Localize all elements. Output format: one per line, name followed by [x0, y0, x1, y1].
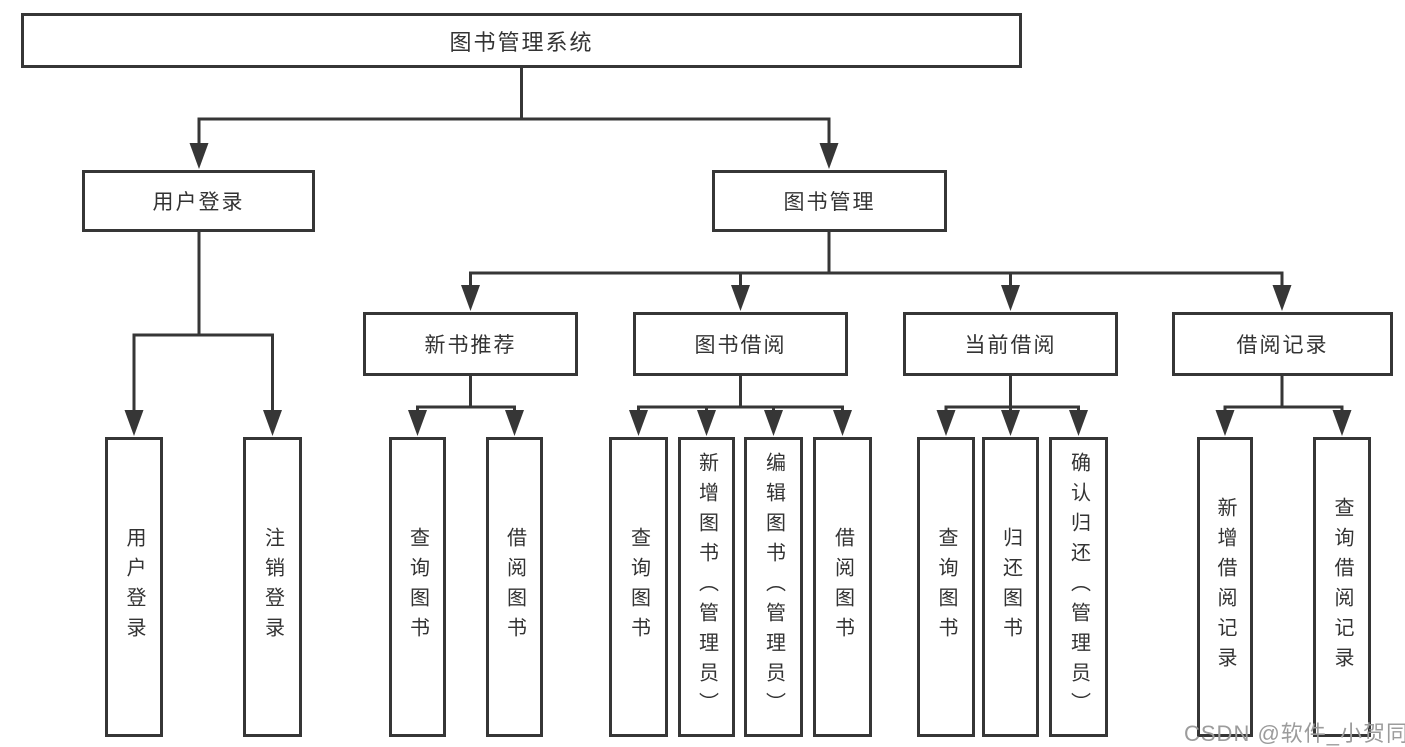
node-new-book-recommend: 新书推荐 [363, 312, 578, 376]
leaf-query-books-recommend: 查询图书 [389, 437, 446, 737]
node-label: 图书管理 [783, 191, 876, 214]
leaf-borrow-books-recommend: 借阅图书 [486, 437, 543, 737]
leaf-label: 新增借阅记录 [1214, 497, 1236, 677]
leaf-query-books-borrowing: 查询图书 [609, 437, 668, 737]
node-label: 图书管理系统 [449, 29, 594, 55]
leaf-label: 新增图书（管理员） [695, 452, 718, 722]
node-book-borrowing: 图书借阅 [633, 312, 848, 376]
leaf-label: 查询借阅记录 [1331, 497, 1353, 677]
leaf-label: 查询图书 [406, 527, 429, 647]
leaf-label: 查询图书 [935, 527, 957, 647]
node-label: 当前借阅 [964, 334, 1057, 357]
leaf-return-book: 归还图书 [982, 437, 1039, 737]
arrowheads [124, 143, 1352, 436]
leaf-label: 用户登录 [123, 527, 145, 647]
leaf-label: 归还图书 [999, 527, 1022, 647]
node-user-login: 用户登录 [82, 170, 315, 232]
leaf-add-borrow-record: 新增借阅记录 [1197, 437, 1253, 737]
leaf-label: 确认归还（管理员） [1067, 452, 1090, 722]
leaf-query-books-current: 查询图书 [917, 437, 975, 737]
node-label: 用户登录 [152, 191, 245, 214]
leaf-label: 编辑图书（管理员） [762, 452, 785, 722]
leaf-query-borrow-record: 查询借阅记录 [1313, 437, 1371, 737]
node-book-management: 图书管理 [712, 170, 947, 232]
leaf-label: 借阅图书 [503, 527, 526, 647]
leaf-label: 查询图书 [627, 527, 650, 647]
node-label: 新书推荐 [424, 334, 517, 357]
leaf-label: 注销登录 [261, 527, 284, 647]
leaf-confirm-return-admin: 确认归还（管理员） [1049, 437, 1108, 737]
leaf-logout: 注销登录 [243, 437, 302, 737]
node-book-management-system: 图书管理系统 [21, 13, 1022, 68]
leaf-edit-book-admin: 编辑图书（管理员） [744, 437, 803, 737]
leaf-user-login: 用户登录 [105, 437, 163, 737]
csdn-watermark: CSDN @软件_小贺同学 [1184, 721, 1405, 746]
node-current-borrowing: 当前借阅 [903, 312, 1118, 376]
leaf-label: 借阅图书 [831, 527, 854, 647]
node-borrowing-records: 借阅记录 [1172, 312, 1393, 376]
leaf-borrow-books: 借阅图书 [813, 437, 872, 737]
node-label: 图书借阅 [694, 334, 787, 357]
node-label: 借阅记录 [1236, 334, 1329, 357]
leaf-add-book-admin: 新增图书（管理员） [678, 437, 735, 737]
